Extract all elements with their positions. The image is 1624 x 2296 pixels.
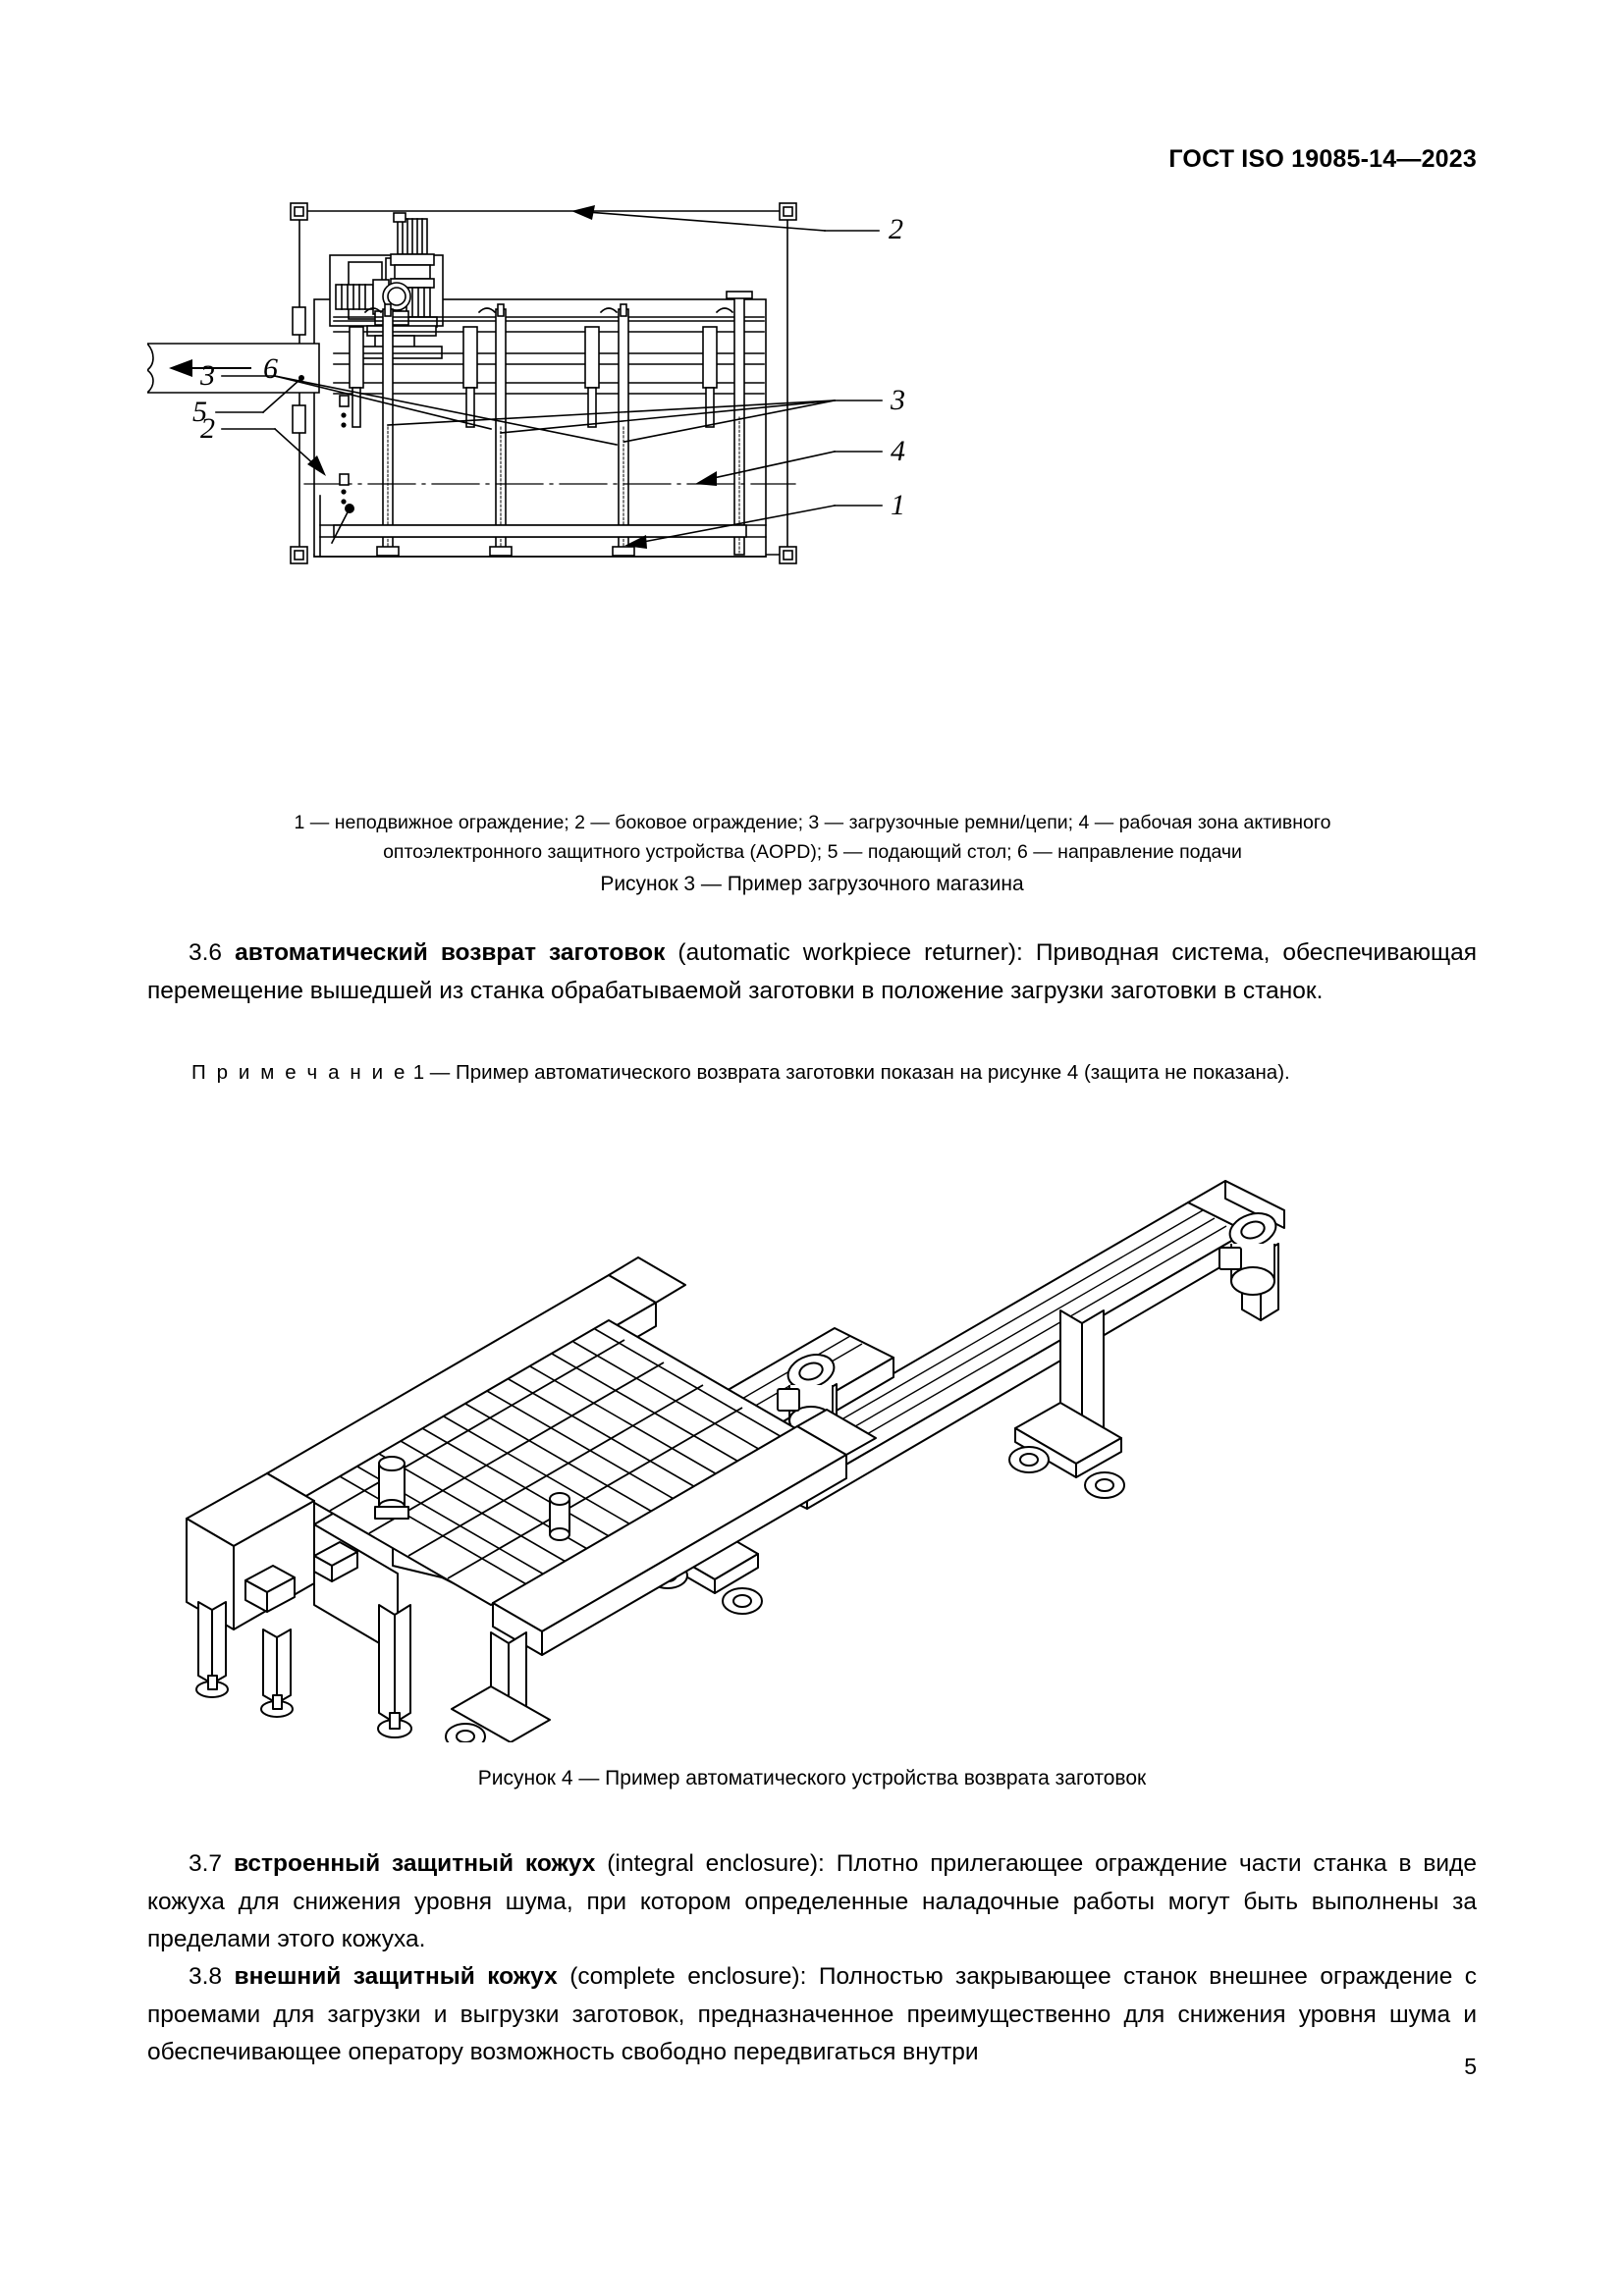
section-3-6-term-ru: автоматический возврат заготовок [235, 939, 666, 966]
figure-3-legend-line-2: оптоэлектронного защитного устройства (A… [383, 841, 1242, 863]
figure-4-drawing [186, 1180, 1285, 1742]
note-1-label: П р и м е ч а н и е [191, 1061, 407, 1084]
figure3-callout-3-left: 3 [199, 359, 215, 392]
figure3-callout-2-left: 2 [200, 412, 215, 445]
figure3-callout-1: 1 [891, 489, 905, 521]
section-3-6: 3.6 автоматический возврат заготовок (au… [147, 934, 1477, 1010]
section-3-8-body: Полностью закрывающее станок внешнее огр… [147, 1963, 1478, 2065]
figure-4-workpiece-returner [147, 1134, 1477, 1742]
section-3-6-body: Приводная система, обеспечивающая переме… [147, 939, 1478, 1004]
section-3-6-number: 3.6 [189, 939, 223, 966]
note-1-text: 1 — Пример автоматического возврата заго… [412, 1061, 1290, 1084]
figure3-callout-3-right: 3 [890, 384, 905, 416]
page-number: 5 [1464, 2054, 1477, 2079]
figure3-callout-5: 5 [192, 396, 207, 428]
figure3-callout-6: 6 [263, 352, 278, 385]
section-3-8: 3.8 внешний защитный кожух (complete enc… [147, 1958, 1477, 2072]
section-3-7-number: 3.7 [189, 1850, 223, 1877]
section-3-7: 3.7 встроенный защитный кожух (integral … [147, 1845, 1477, 1959]
section-3-8-number: 3.8 [189, 1963, 223, 1990]
section-3-8-term-en: (complete enclosure): [569, 1963, 807, 1990]
section-3-7-body: Плотно прилегающее ограждение части стан… [147, 1850, 1477, 1952]
figure-3-drawing: 2 3 4 1 3 2 5 6 [147, 202, 905, 564]
figure-3-legend: 1 — неподвижное ограждение; 2 — боковое … [172, 808, 1453, 867]
figure-3-loading-magazine: 2 3 4 1 3 2 5 6 [147, 201, 1477, 790]
figure-4-caption: Рисунок 4 — Пример автоматического устро… [477, 1767, 1147, 1789]
figure3-callout-2-top: 2 [889, 213, 903, 245]
section-3-8-term-ru: внешний защитный кожух [234, 1963, 558, 1990]
section-3-7-term-en: (integral enclosure): [607, 1850, 825, 1877]
note-1: П р и м е ч а н и е 1 — Пример автоматич… [191, 1057, 1477, 1089]
section-3-6-term-en: (automatic workpiece returner): [677, 939, 1023, 966]
figure-3-legend-line-1: 1 — неподвижное ограждение; 2 — боковое … [294, 812, 1331, 833]
standard-header: ГОСТ ISO 19085-14—2023 [1168, 145, 1477, 173]
section-3-7-term-ru: встроенный защитный кожух [233, 1850, 596, 1877]
figure3-callout-4: 4 [891, 435, 905, 467]
figure-3-caption: Рисунок 3 — Пример загрузочного магазина [600, 873, 1024, 895]
